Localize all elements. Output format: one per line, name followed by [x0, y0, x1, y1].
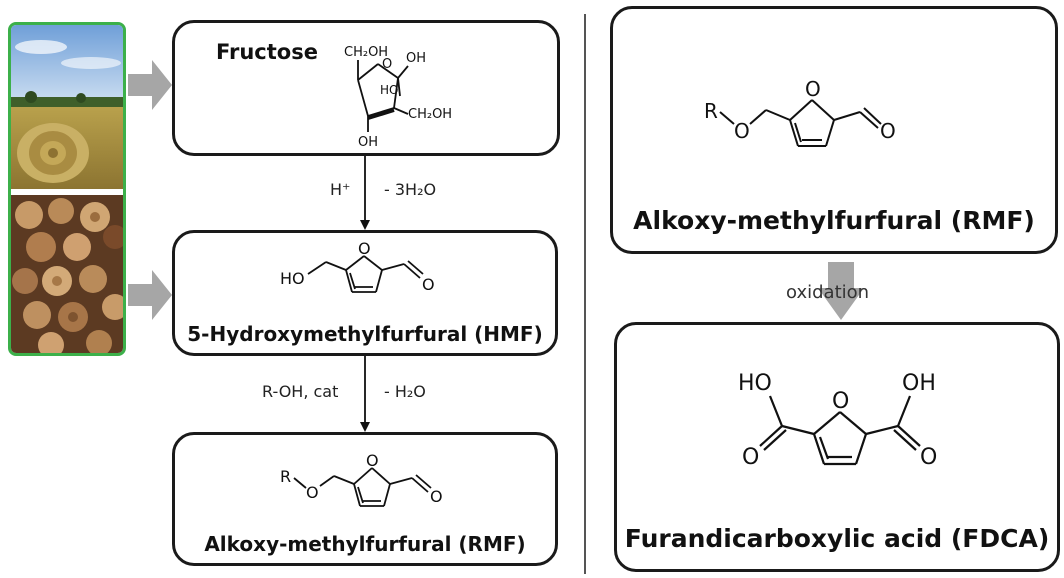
- hmf-ho: HO: [280, 269, 305, 288]
- step2-water-loss: - H₂O: [384, 382, 426, 401]
- reaction-arrow-2: [360, 356, 370, 432]
- reaction-arrow-1: [360, 156, 370, 230]
- fdca-label: Furandicarboxylic acid (FDCA): [624, 524, 1050, 553]
- rmf-structure-left: R O O O: [280, 451, 443, 507]
- fdca-left-carbonyl-o: O: [742, 445, 759, 470]
- rmf-box-right: [610, 6, 1058, 254]
- step1-acid: H⁺: [330, 180, 351, 199]
- fructose-ch2oh-top: CH₂OH: [344, 45, 388, 60]
- rmf-right-r: R: [704, 99, 718, 123]
- fructose-label: Fructose: [216, 40, 318, 64]
- hmf-structure: HO O O: [280, 239, 435, 294]
- feedstock-photo-frame: [8, 22, 126, 356]
- logs-photo: [11, 195, 123, 353]
- rmf-left-aldehyde-o: O: [430, 487, 443, 506]
- column-divider: [584, 14, 586, 574]
- hmf-aldehyde-o: O: [422, 275, 435, 294]
- rmf-left-ring-o: O: [366, 451, 379, 470]
- fdca-ring-o: O: [832, 389, 849, 414]
- rmf-structure-right: R O O O: [704, 77, 896, 147]
- feed-arrow-bottom: [128, 270, 172, 320]
- fdca-box: [614, 322, 1060, 572]
- oxidation-arrow: [818, 262, 864, 320]
- oxidation-label: oxidation: [786, 282, 870, 303]
- hmf-ring-o: O: [358, 239, 371, 258]
- fructose-structure: CH₂OH OH O HO CH₂OH OH: [344, 45, 452, 150]
- rmf-label-left: Alkoxy-methylfurfural (RMF): [204, 532, 526, 556]
- fructose-box: [172, 20, 560, 156]
- step1-water-loss: - 3H₂O: [384, 180, 437, 199]
- rmf-right-ether-o: O: [734, 119, 750, 143]
- rmf-label-right: Alkoxy-methylfurfural (RMF): [633, 206, 1035, 235]
- hay-bale-photo: [11, 25, 123, 189]
- fructose-ring-o: O: [382, 57, 392, 72]
- fdca-ho: HO: [738, 371, 772, 396]
- hmf-label: 5-Hydroxymethylfurfural (HMF): [187, 322, 543, 346]
- fructose-oh-right: OH: [406, 51, 426, 66]
- feedstock-photos: [11, 25, 123, 353]
- fructose-oh-bottom: OH: [358, 135, 378, 150]
- rmf-left-r: R: [280, 467, 291, 486]
- fructose-ch2oh-right: CH₂OH: [408, 107, 452, 122]
- step2-reagent: R-OH, cat: [262, 382, 339, 401]
- rmf-right-ring-o: O: [805, 77, 821, 101]
- fdca-structure: HO OH O O O: [738, 371, 937, 470]
- rmf-left-ether-o: O: [306, 483, 319, 502]
- rmf-box-left: [172, 432, 558, 566]
- fructose-ho-inner: HO: [380, 83, 398, 97]
- rmf-right-aldehyde-o: O: [880, 119, 896, 143]
- fdca-oh: OH: [902, 371, 936, 396]
- hmf-box: [172, 230, 558, 356]
- feed-arrow-top: [128, 60, 172, 110]
- fdca-right-carbonyl-o: O: [920, 445, 937, 470]
